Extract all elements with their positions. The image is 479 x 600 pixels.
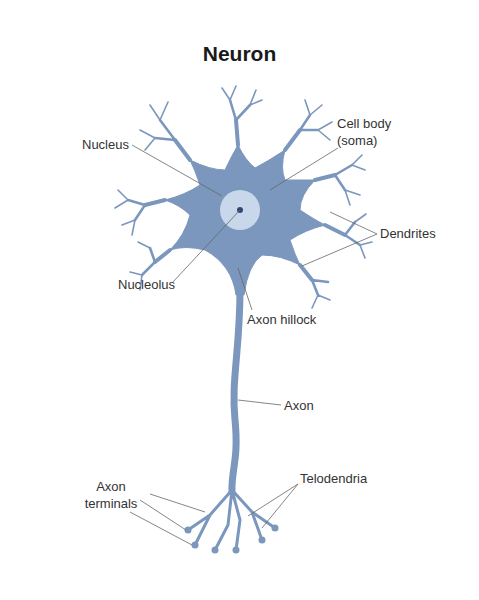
dendrite-branch (128, 100, 360, 295)
leader-line (172, 210, 240, 283)
terminal-knob (233, 547, 240, 554)
axon (232, 290, 240, 492)
part-label: Dendrites (380, 225, 436, 242)
leader-line (248, 484, 298, 516)
terminal-knob (192, 542, 199, 549)
part-label: Nucleolus (118, 276, 175, 293)
part-label: Axon hillock (247, 311, 316, 328)
part-label: Nucleus (82, 136, 129, 153)
terminal-knob (272, 525, 279, 532)
leader-line (262, 484, 298, 528)
leader-line (130, 512, 192, 545)
dendrites (115, 86, 372, 308)
telodendria-branches (188, 490, 275, 550)
leader-line (238, 268, 252, 310)
terminal-knob (259, 537, 266, 544)
leader-line (330, 212, 377, 234)
cell-body (165, 145, 325, 295)
part-label: Telodendria (300, 470, 367, 487)
leader-line (132, 145, 222, 196)
leader-line (270, 148, 338, 190)
axon-terminals (185, 525, 279, 554)
leader-line (302, 234, 377, 266)
leader-lines (130, 145, 377, 545)
leader-line (238, 400, 281, 405)
dendrite-twig (115, 86, 372, 308)
leader-line (150, 494, 205, 512)
part-label: Axon terminals (74, 478, 148, 512)
diagram-title: Neuron (0, 42, 479, 66)
part-label: Axon (284, 397, 314, 414)
telodendria (188, 490, 275, 550)
leader-line (140, 500, 186, 530)
terminal-knob (212, 547, 219, 554)
part-label: Cell body (soma) (337, 115, 412, 149)
